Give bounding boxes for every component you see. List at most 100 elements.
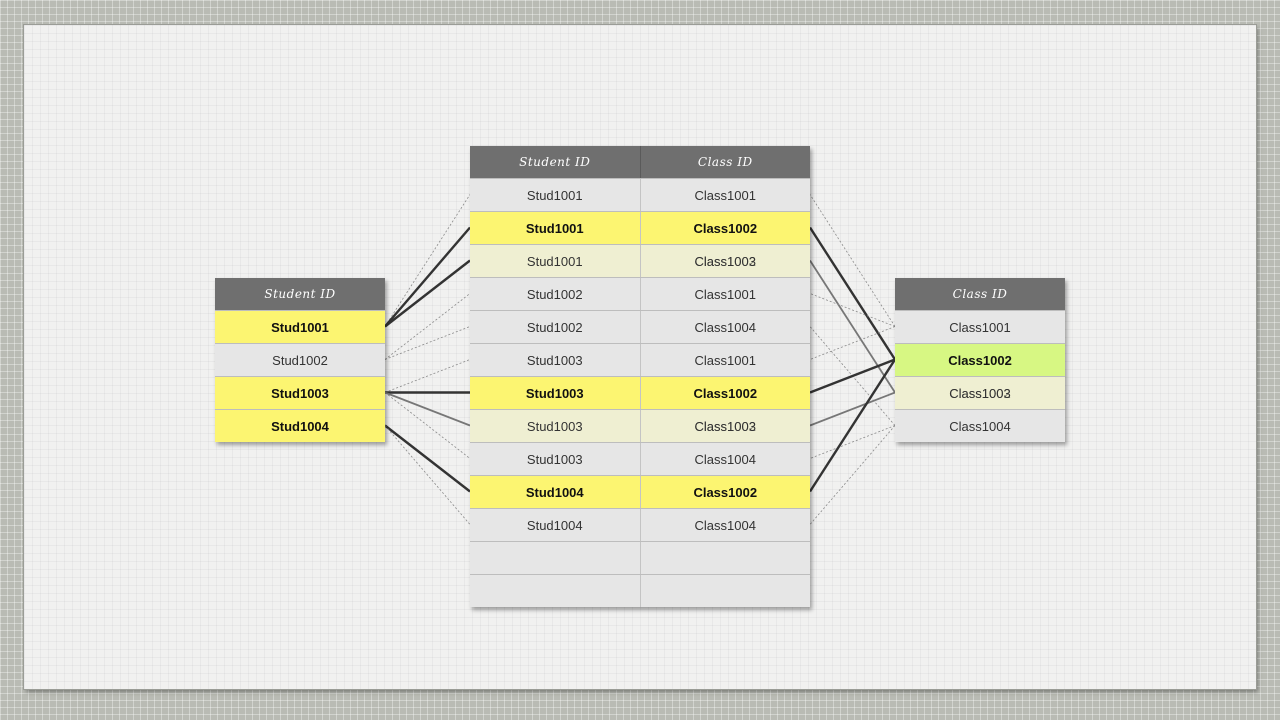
relationship-line: [384, 293, 471, 360]
enrollment-class-id: Class1001: [695, 287, 756, 302]
enrollment-class-id-ghost-text: Class1002: [694, 253, 756, 269]
enrollment-class-id-ghost-text: Class1002: [694, 418, 756, 434]
class-row[interactable]: Class1002: [895, 343, 1065, 376]
enrollment-row[interactable]: Stud1004 Class1004: [470, 508, 810, 541]
enrollment-class-id: Class1002: [693, 386, 757, 401]
enrollment-class-id: Class1002: [693, 485, 757, 500]
enrollment-student-id: Stud1001: [526, 221, 584, 236]
enrollment-student-id: Stud1002: [527, 320, 583, 335]
enrollment-class-cell: Class1002: [639, 476, 811, 508]
enrollment-class-id-text: Class1001: [694, 352, 756, 368]
enrollment-student-id: Stud1003: [527, 419, 583, 434]
student-cell: Stud1001: [215, 311, 385, 343]
enrollment-student-id: Stud1003: [527, 353, 583, 368]
relationship-line: [809, 260, 896, 393]
relationship-line: [808, 226, 897, 361]
enrollment-row[interactable]: Stud1001 Class1001: [470, 178, 810, 211]
enrollment-row[interactable]: [470, 574, 810, 607]
class-row[interactable]: Class1004: [895, 409, 1065, 442]
student-row[interactable]: Stud1004: [215, 409, 385, 442]
enrollment-class-id-text: Class1004: [694, 319, 756, 335]
enrollment-student-id-text: Stud1001: [526, 187, 583, 203]
enrollment-class-id-text: Class1003: [694, 418, 756, 434]
enrollment-table-header: Student ID Class ID: [470, 146, 810, 178]
enrollment-row[interactable]: [470, 541, 810, 574]
enrollment-student-cell: Stud1004: [470, 476, 640, 508]
student-cell: Stud1004: [215, 410, 385, 442]
student-row[interactable]: Stud1003: [215, 376, 385, 409]
enrollment-class-id-text: Class1004: [694, 517, 756, 533]
enrollment-class-id: Class1004: [695, 320, 756, 335]
enrollment-row[interactable]: Stud1004 Class1002: [470, 475, 810, 508]
relationship-line: [809, 326, 896, 360]
relationship-line: [384, 326, 471, 360]
enrollment-row[interactable]: Stud1001 Class1002: [470, 211, 810, 244]
enrollment-student-id-text: Stud1002: [526, 319, 583, 335]
enrollment-student-cell: Stud1003: [470, 443, 640, 475]
class-cell: Class1002: [895, 344, 1065, 376]
student-row[interactable]: Stud1001: [215, 310, 385, 343]
enrollment-class-id: Class1001: [695, 188, 756, 203]
relationship-line: [809, 358, 896, 394]
enrollment-class-cell: Class1004: [639, 443, 811, 475]
student-id-header: Student ID: [264, 287, 336, 301]
enrollment-student-cell: [470, 575, 640, 607]
student-table-header: Student ID: [215, 278, 385, 310]
enrollment-student-id-header: Student ID: [519, 155, 591, 169]
class-value: Class1002: [948, 353, 1012, 368]
enrollment-row[interactable]: Stud1002 Class1004: [470, 310, 810, 343]
enrollment-row[interactable]: Stud1003 Class1004: [470, 442, 810, 475]
enrollment-student-cell: Stud1003: [470, 344, 640, 376]
class-row[interactable]: Class1001: [895, 310, 1065, 343]
enrollment-student-id-text: Stud1002: [526, 286, 583, 302]
enrollment-class-cell: [639, 542, 811, 574]
student-value-text: Stud1004: [271, 418, 329, 434]
relationship-line: [384, 392, 471, 459]
enrollment-student-cell: Stud1001: [470, 179, 640, 211]
enrollment-student-id: Stud1001: [527, 254, 583, 269]
class-value: Class1001: [949, 320, 1010, 335]
class-value-text: Class1003: [949, 385, 1011, 401]
relationship-line: [808, 358, 897, 493]
class-id-header: Class ID: [952, 287, 1008, 301]
enrollment-class-id: Class1004: [695, 518, 756, 533]
student-cell: Stud1002: [215, 344, 385, 376]
student-value: Stud1003: [271, 386, 329, 401]
student-value: Stud1002: [272, 353, 328, 368]
student-row[interactable]: Stud1002: [215, 343, 385, 376]
relationship-line: [809, 293, 896, 327]
enrollment-class-id-text: Class1001: [694, 286, 756, 302]
enrollment-student-id-text: Stud1003: [526, 451, 583, 467]
enrollment-row[interactable]: Stud1003 Class1001: [470, 343, 810, 376]
enrollment-class-id-header: Class ID: [639, 146, 811, 178]
relationship-line: [384, 391, 471, 427]
enrollment-student-id-text: Stud1001: [525, 220, 584, 236]
relationship-line: [809, 425, 896, 459]
enrollment-row[interactable]: Stud1003 Class1002: [470, 376, 810, 409]
enrollment-student-cell: Stud1003: [470, 377, 640, 409]
class-value-text: Class1004: [949, 418, 1011, 434]
class-value-ghost-text: Class1002: [949, 385, 1011, 401]
enrollment-student-cell: Stud1004: [470, 509, 640, 541]
enrollment-class-id: Class1004: [695, 452, 756, 467]
student-value: Stud1004: [271, 419, 329, 434]
relationship-line: [809, 194, 896, 327]
student-value-text: Stud1003: [271, 385, 329, 401]
enrollment-row[interactable]: Stud1002 Class1001: [470, 277, 810, 310]
enrollment-class-cell: Class1001: [639, 278, 811, 310]
relationship-line: [384, 194, 471, 327]
enrollment-student-cell: Stud1002: [470, 311, 640, 343]
enrollment-class-id-text: Class1001: [694, 187, 756, 203]
enrollment-student-id-text: Stud1003: [526, 418, 583, 434]
relationship-line: [384, 259, 471, 328]
enrollment-class-id-text: Class1002: [693, 220, 758, 236]
enrollment-student-id: Stud1002: [527, 287, 583, 302]
student-value-text: Stud1001: [271, 319, 329, 335]
